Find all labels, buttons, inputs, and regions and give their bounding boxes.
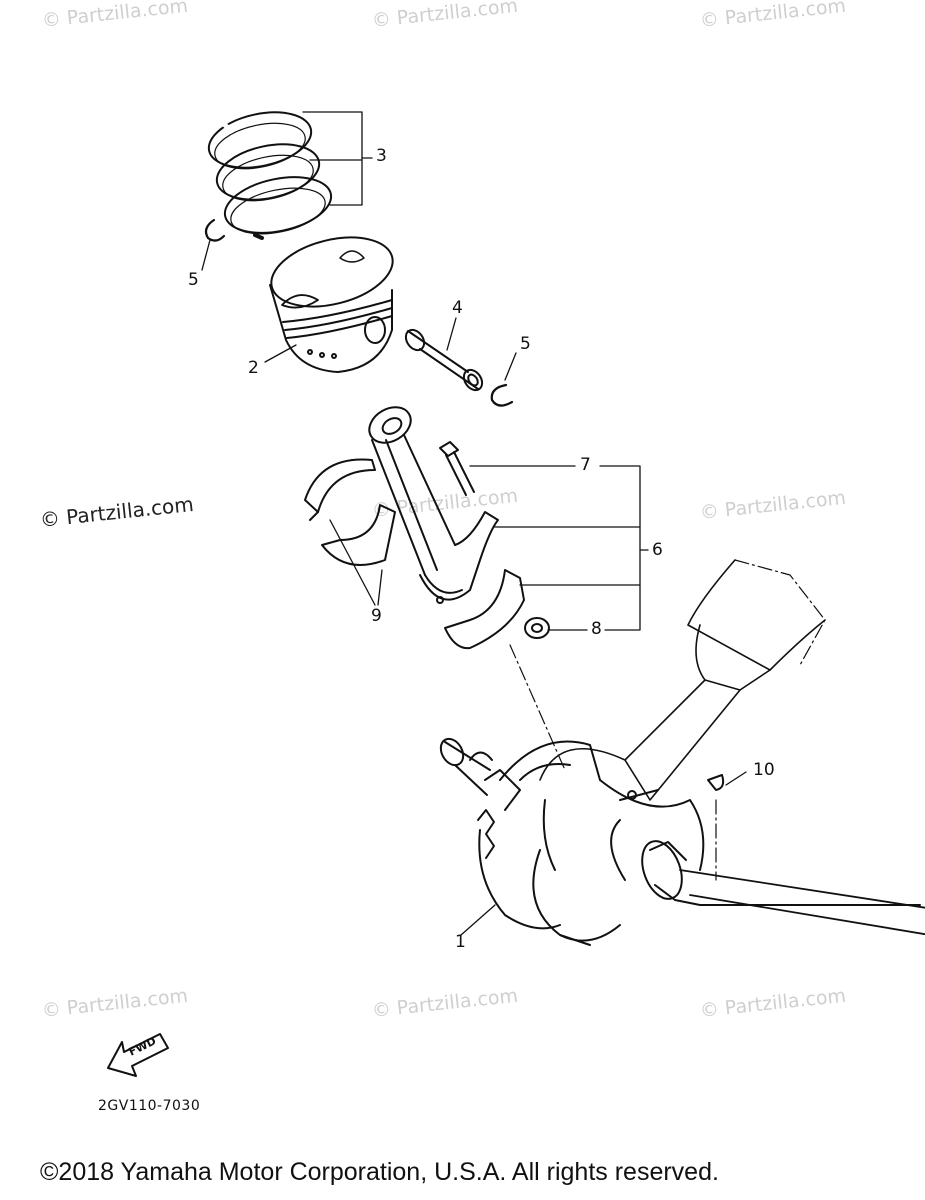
connecting-rod — [368, 406, 499, 604]
woodruff-key — [707, 774, 725, 791]
copyright-notice: ©2018 Yamaha Motor Corporation, U.S.A. A… — [40, 1158, 719, 1186]
callout-8: 8 — [591, 619, 602, 639]
callout-5: 5 — [520, 334, 531, 354]
fwd-arrow: FWD — [107, 1033, 169, 1077]
nut — [524, 617, 550, 639]
piston — [269, 236, 394, 373]
big-end-bearings — [304, 458, 396, 566]
ghost-piston — [539, 559, 826, 801]
callout-9: 9 — [371, 606, 382, 626]
crankshaft — [439, 737, 925, 946]
callout-1: 1 — [455, 932, 466, 952]
circlip — [204, 218, 226, 242]
diagram-code: 2GV110-7030 — [98, 1098, 201, 1114]
assembly-lines — [509, 559, 826, 881]
callout-5: 5 — [188, 270, 199, 290]
callout-6: 6 — [652, 540, 663, 560]
piston-pin — [404, 328, 484, 392]
callout-7: 7 — [580, 455, 591, 475]
piston-rings — [207, 111, 333, 240]
leader-lines — [201, 111, 747, 936]
rod-bolt — [439, 441, 475, 496]
callout-3: 3 — [376, 146, 387, 166]
callout-4: 4 — [452, 298, 463, 318]
callout-10: 10 — [753, 760, 775, 780]
circlip — [490, 383, 514, 407]
rod-cap — [444, 569, 525, 650]
callout-2: 2 — [248, 358, 259, 378]
